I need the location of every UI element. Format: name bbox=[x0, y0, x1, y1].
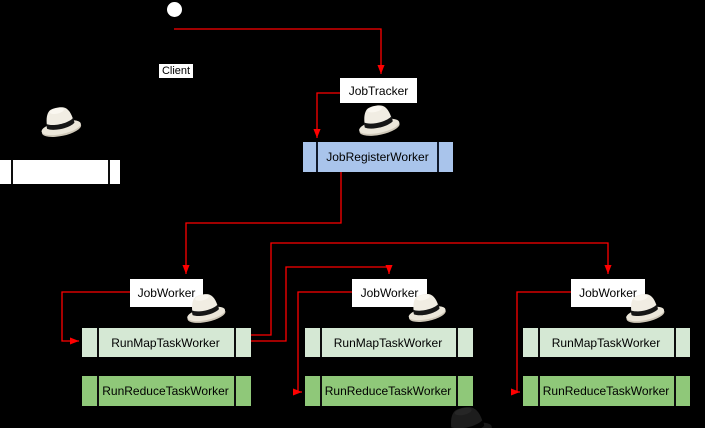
runreducetaskworker3-label: RunReduceTaskWorker bbox=[542, 384, 670, 398]
jobregisterworker-node: JobRegisterWorker bbox=[303, 142, 453, 172]
cell-divider bbox=[320, 328, 322, 357]
jobworker2-node: JobWorker bbox=[352, 279, 427, 307]
fedora-hat-icon bbox=[620, 290, 668, 324]
arrow-registerworker-to-jobworker1 bbox=[182, 172, 342, 274]
cell-divider bbox=[456, 328, 458, 357]
cell-divider bbox=[11, 160, 13, 184]
jobregisterworker-label: JobRegisterWorker bbox=[326, 150, 429, 164]
fedora-hat-icon bbox=[402, 290, 450, 323]
fedora-hat-icon bbox=[36, 102, 84, 139]
cell-divider bbox=[538, 376, 540, 406]
runmaptaskworker1-node: RunMapTaskWorker bbox=[82, 328, 251, 357]
arrow-jobtracker-to-registerworker bbox=[313, 92, 341, 138]
cell-divider bbox=[234, 376, 236, 406]
runmaptaskworker2-node: RunMapTaskWorker bbox=[305, 328, 473, 357]
runmaptaskworker3-node: RunMapTaskWorker bbox=[523, 328, 690, 357]
runreducetaskworker1-label: RunReduceTaskWorker bbox=[102, 384, 229, 398]
cell-divider bbox=[674, 328, 676, 357]
fedora-hat-icon bbox=[181, 290, 229, 324]
jobworker1-node: JobWorker bbox=[130, 279, 203, 307]
cell-divider bbox=[456, 376, 458, 406]
runreducetaskworker3-node: RunReduceTaskWorker bbox=[523, 376, 690, 406]
actor-head-icon bbox=[167, 2, 182, 17]
runreducetaskworker1-node: RunReduceTaskWorker bbox=[82, 376, 251, 406]
cell-divider bbox=[108, 160, 110, 184]
client-label: Client bbox=[159, 64, 193, 78]
left-worker-lane bbox=[0, 160, 120, 184]
runmaptaskworker1-label: RunMapTaskWorker bbox=[111, 335, 220, 350]
cell-divider bbox=[97, 328, 99, 357]
cell-divider bbox=[316, 142, 318, 172]
cell-divider bbox=[538, 328, 540, 357]
cell-divider bbox=[674, 376, 676, 406]
dark-fedora-hat-icon bbox=[426, 402, 508, 428]
runreducetaskworker2-label: RunReduceTaskWorker bbox=[324, 384, 452, 398]
jobtracker-node: JobTracker bbox=[340, 78, 417, 103]
runmaptaskworker2-label: RunMapTaskWorker bbox=[333, 335, 443, 350]
left-worker-label bbox=[13, 160, 106, 184]
cell-divider bbox=[234, 328, 236, 357]
runmaptaskworker3-label: RunMapTaskWorker bbox=[551, 335, 661, 350]
cell-divider bbox=[320, 376, 322, 406]
cell-divider bbox=[437, 142, 439, 172]
fedora-hat-icon bbox=[353, 101, 403, 137]
runreducetaskworker2-node: RunReduceTaskWorker bbox=[305, 376, 473, 406]
arrow-client-to-jobtracker bbox=[174, 28, 385, 74]
cell-divider bbox=[97, 376, 99, 406]
